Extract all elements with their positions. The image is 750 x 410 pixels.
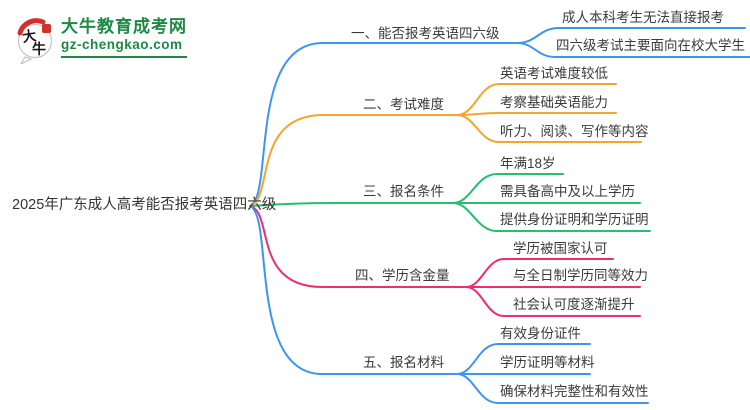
- branch-5-child-3: 确保材料完整性和有效性: [500, 384, 649, 399]
- central-topic: 2025年广东成人高考能否报考英语四六级: [12, 197, 277, 213]
- branch-3-child-3: 提供身份证明和学历证明: [500, 212, 649, 227]
- branch-2-child-2: 考察基础英语能力: [500, 95, 608, 110]
- branch-5-child-3-line: [456, 373, 649, 404]
- branch-5-main-line: [249, 205, 458, 375]
- branch-4-child-2: 与全日制学历同等效力: [513, 268, 648, 283]
- branch-2-child-1: 英语考试难度较低: [500, 66, 608, 81]
- branch-2-main-line: [249, 114, 458, 207]
- branch-3-label: 三、报名条件: [363, 184, 444, 199]
- site-logo: 大 牛 大牛教育成考网 gz-chengkao.com: [14, 16, 187, 64]
- logo-bull-icon: 大 牛: [17, 18, 53, 64]
- branch-2-child-2-line: [456, 112, 617, 116]
- branch-4-child-1-line: [465, 258, 614, 288]
- logo-site-name: 大牛教育成考网: [61, 17, 187, 36]
- branch-1-child-2-line: [516, 42, 750, 58]
- branch-3-child-3-line: [452, 202, 651, 232]
- svg-text:大: 大: [21, 27, 37, 46]
- branch-3-child-1: 年满18岁: [500, 156, 556, 171]
- branch-2-child-3: 听力、阅读、写作等内容: [500, 124, 649, 139]
- logo-site-url: gz-chengkao.com: [61, 37, 183, 53]
- branch-4-child-3: 社会认可度逐渐提升: [513, 297, 635, 312]
- logo-text-block: 大牛教育成考网 gz-chengkao.com: [61, 16, 187, 59]
- branch-3-main-line: [249, 202, 454, 207]
- branch-5-child-1-line: [456, 343, 591, 375]
- branch-5-child-1: 有效身份证件: [500, 326, 581, 341]
- branch-4-child-3-line: [465, 286, 641, 317]
- branch-5-label: 五、报名材料: [363, 355, 444, 370]
- branch-2-child-3-line: [456, 114, 642, 143]
- branch-1-main-line: [249, 42, 518, 207]
- branch-1-child-1-line: [516, 27, 746, 44]
- branch-4-main-line: [249, 205, 467, 288]
- svg-text:牛: 牛: [32, 41, 46, 58]
- branch-1-child-2: 四六级考试主要面向在校大学生: [556, 38, 745, 53]
- branch-3-child-2: 需具备高中及以上学历: [500, 184, 635, 199]
- branch-2-label: 二、考试难度: [363, 97, 444, 112]
- branch-1-child-1: 成人本科考生无法直接报考: [562, 10, 724, 25]
- branch-4-label: 四、学历含金量: [355, 268, 450, 283]
- branch-4-child-1: 学历被国家认可: [513, 241, 608, 256]
- branch-5-child-2: 学历证明等材料: [500, 355, 595, 370]
- branch-1-label: 一、能否报考英语四六级: [351, 26, 500, 41]
